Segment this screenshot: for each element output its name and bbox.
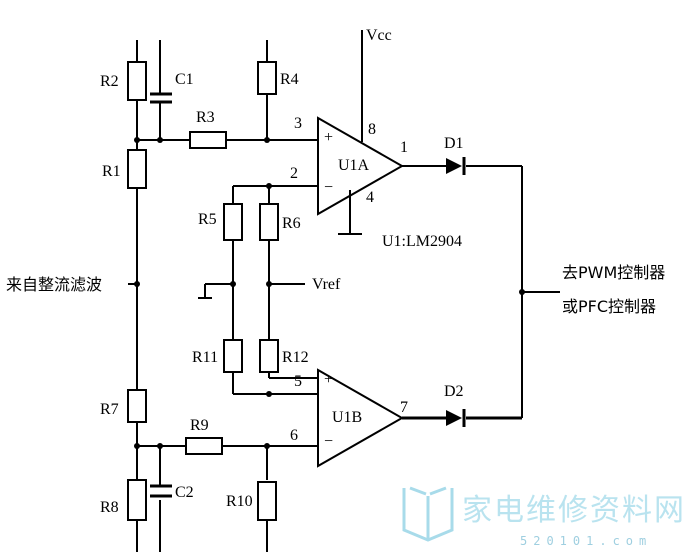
- r9-label: R9: [190, 417, 209, 434]
- r3-label: R3: [196, 109, 215, 126]
- d1-diode: [446, 157, 466, 175]
- r2-label: R2: [100, 73, 119, 90]
- watermark: 家电维修资料网 520101.com: [402, 486, 682, 548]
- vcc-label: Vcc: [366, 27, 392, 44]
- u1b-minus-sign: −: [324, 433, 333, 450]
- r3-resistor: [189, 131, 227, 149]
- u1a-name: U1A: [338, 157, 370, 174]
- watermark-url: 520101.com: [520, 534, 652, 548]
- input-label: 来自整流滤波: [6, 275, 102, 294]
- r12-label: R12: [282, 349, 309, 366]
- r10-label: R10: [226, 493, 253, 510]
- u1a-pin2: 2: [290, 165, 298, 182]
- r4-resistor: [257, 61, 277, 95]
- c2-label: C2: [175, 484, 194, 501]
- d2-diode: [446, 409, 466, 427]
- opamp-u1a: [317, 30, 405, 235]
- r7-resistor: [127, 389, 147, 423]
- output-label-pfc: 或PFC控制器: [562, 297, 656, 316]
- top-node-wires: [137, 40, 318, 141]
- book-logo-icon: [402, 486, 454, 542]
- r1-resistor: [127, 149, 147, 189]
- c1-capacitor: [150, 80, 172, 120]
- r6-label: R6: [282, 215, 301, 232]
- r10-resistor: [257, 481, 277, 521]
- r2-resistor: [127, 61, 147, 101]
- vref-label: Vref: [312, 276, 341, 293]
- output-wires: [402, 165, 560, 420]
- opamp-u1b: [317, 368, 405, 468]
- ic-part-label: U1:LM2904: [382, 233, 462, 250]
- r4-label: R4: [280, 71, 299, 88]
- r6-resistor: [259, 203, 279, 241]
- left-divider-wires: [128, 40, 138, 552]
- c1-label: C1: [175, 71, 194, 88]
- r9-resistor: [185, 437, 223, 455]
- u1b-pin7: 7: [400, 399, 408, 416]
- c2-capacitor: [150, 484, 172, 498]
- u1a-pin1: 1: [400, 139, 408, 156]
- u1a-pin4: 4: [366, 189, 374, 206]
- r12-resistor: [259, 339, 279, 373]
- d1-label: D1: [444, 135, 464, 152]
- junction-dots: [134, 137, 525, 449]
- u1b-pin6: 6: [290, 427, 298, 444]
- u1b-pin5: 5: [294, 373, 302, 390]
- r1-label: R1: [102, 163, 121, 180]
- r5-label: R5: [198, 211, 217, 228]
- r11-label: R11: [192, 349, 218, 366]
- u1b-name: U1B: [332, 409, 362, 426]
- vref-network-wires: [198, 185, 318, 395]
- u1b-plus-sign: +: [324, 371, 333, 388]
- u1a-minus-sign: −: [324, 179, 333, 196]
- r11-resistor: [223, 339, 243, 373]
- watermark-text: 家电维修资料网: [462, 493, 682, 528]
- r8-label: R8: [100, 499, 119, 516]
- r5-resistor: [223, 203, 243, 241]
- u1a-pin8: 8: [368, 121, 376, 138]
- d2-label: D2: [444, 383, 464, 400]
- output-label-pwm: 去PWM控制器: [562, 263, 665, 282]
- r8-resistor: [127, 479, 147, 521]
- r7-label: R7: [100, 401, 119, 418]
- u1a-pin3: 3: [294, 115, 302, 132]
- u1a-plus-sign: +: [324, 129, 333, 146]
